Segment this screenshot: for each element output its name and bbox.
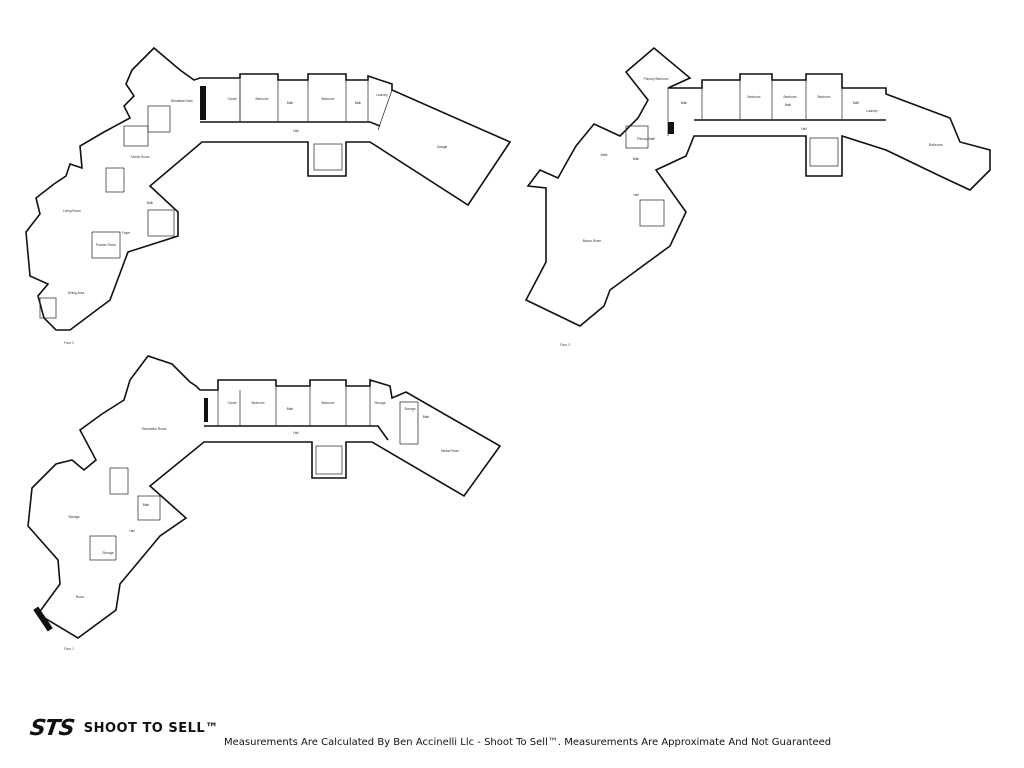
floor-1-room-label: Bedroom xyxy=(252,401,265,405)
floor-1-room-label: Storage xyxy=(404,407,415,411)
floor-1-room-label: Closet xyxy=(227,401,236,405)
floor-2-pantry xyxy=(147,105,171,133)
floor-2-room-label: Bedroom xyxy=(322,97,335,101)
floor-3-room-label: Laundry xyxy=(866,109,878,113)
floor-1-room-label: Storage xyxy=(102,551,113,555)
floor-3-room-label: Walk xyxy=(601,153,608,157)
floor-3-outline xyxy=(524,46,991,327)
logo-text: SHOOT TO SELL™ xyxy=(83,721,219,736)
floor-1-room-label: Hall xyxy=(129,529,135,533)
floor-2-room-label: Dining Area xyxy=(68,291,85,295)
floor-3-room-label: Bath xyxy=(853,101,860,105)
floor-1-room-label: Recreation Room xyxy=(142,427,167,431)
floor-1-hall-wall xyxy=(204,425,389,441)
floor-2-room-label: Living Room xyxy=(63,209,81,213)
floor-3-room-label: Hall xyxy=(633,193,639,197)
floor-2-room-label: Family Room xyxy=(131,155,150,159)
floor-2-garage-wall xyxy=(377,89,393,131)
floor-2-room-label: Breakfast Nook xyxy=(171,99,193,103)
floor-2-room-label: Bath xyxy=(287,101,294,105)
floor-2-stair-block xyxy=(147,209,175,237)
floor-plan-floor-1: Recreation Room Bedroom Bedroom Storage … xyxy=(27,355,502,651)
floor-2-dining-stair xyxy=(39,297,57,319)
floor-1-room-label: Hall xyxy=(293,431,299,435)
floor-1-caption: Floor 1 xyxy=(64,647,74,651)
floor-3-room-label: Bathroom xyxy=(929,143,943,147)
floor-1-stairs xyxy=(315,445,343,475)
floor-3-solid-wall xyxy=(668,122,674,134)
floor-3-room-label: Bedroom xyxy=(784,95,797,99)
floor-1-room-label: Bedroom xyxy=(322,401,335,405)
floor-2-room-label: Powder Room xyxy=(96,243,117,247)
floor-2-caption: Floor 2 xyxy=(64,341,74,345)
floor-2-room-label: Bath xyxy=(355,101,362,105)
floor-1-room-label: Room xyxy=(76,595,85,599)
floor-1-bath-block xyxy=(137,495,161,521)
floor-3-room-label: Hall xyxy=(801,127,807,131)
floor-3-room-label: Bonus Room xyxy=(583,239,602,243)
floor-3-stairs xyxy=(809,137,839,167)
floor-3-room-label: Primary Bedroom xyxy=(644,77,669,81)
floor-plan-floor-2: Bedroom Bedroom Laundry Garage Hall Brea… xyxy=(25,46,512,345)
floor-1-room-label: Storage xyxy=(374,401,385,405)
logo-mark: STS xyxy=(28,716,76,741)
floor-1-room-label: Media Room xyxy=(441,449,459,453)
floor-2-room-label: Laundry xyxy=(376,93,388,97)
measurement-disclaimer: Measurements Are Calculated By Ben Accin… xyxy=(224,737,832,748)
floor-2-fireplace xyxy=(105,167,125,193)
floor-plan-floor-3: Primary Bedroom Bedroom Bedroom Bedroom … xyxy=(524,46,991,347)
floor-1-storage-room xyxy=(89,535,117,561)
floor-1-room-label: Bath xyxy=(143,503,150,507)
floor-2-island xyxy=(123,125,149,147)
floor-2-stairs xyxy=(313,143,343,171)
floor-2-room-label: Garage xyxy=(437,145,448,149)
floor-1-solid-wall xyxy=(33,606,53,632)
floor-3-stair-block xyxy=(639,199,665,227)
floor-1-outline xyxy=(27,355,502,639)
floor-plan-drawing: Bedroom Bedroom Laundry Garage Hall Brea… xyxy=(25,46,991,651)
floor-2-hall-wall xyxy=(200,121,381,127)
floor-3-bath-block xyxy=(625,125,649,149)
floor-1-room-label: Bath xyxy=(287,407,294,411)
floor-1-fireplace xyxy=(109,467,129,495)
floor-2-bath-block xyxy=(91,231,121,259)
floor-2-room-label: Bedroom xyxy=(256,97,269,101)
floor-1-room-label: Storage xyxy=(68,515,79,519)
floor-1-storage-block xyxy=(399,401,419,445)
floor-3-room-label: Bedroom xyxy=(748,95,761,99)
floor-2-room-label: Bath xyxy=(147,201,154,205)
floor-1-room-label: Bath xyxy=(423,415,430,419)
floor-3-room-label: Bath xyxy=(633,157,640,161)
floor-2-solid-wall xyxy=(200,86,206,120)
floor-3-room-label: Bath xyxy=(785,103,792,107)
floor-3-room-label: Primary Bath xyxy=(637,137,656,141)
floor-1-solid-wall-2 xyxy=(204,398,208,422)
floor-3-caption: Floor 3 xyxy=(560,343,570,347)
floor-3-room-label: Bath xyxy=(681,101,688,105)
floor-3-room-label: Bedroom xyxy=(818,95,831,99)
sts-logo: STS SHOOT TO SELL™ xyxy=(28,716,219,741)
floor-2-room-label: Hall xyxy=(293,129,299,133)
floor-2-room-label: Closet xyxy=(227,97,236,101)
floor-2-room-label: Foyer xyxy=(122,231,131,235)
floor-2-outline xyxy=(25,46,512,331)
